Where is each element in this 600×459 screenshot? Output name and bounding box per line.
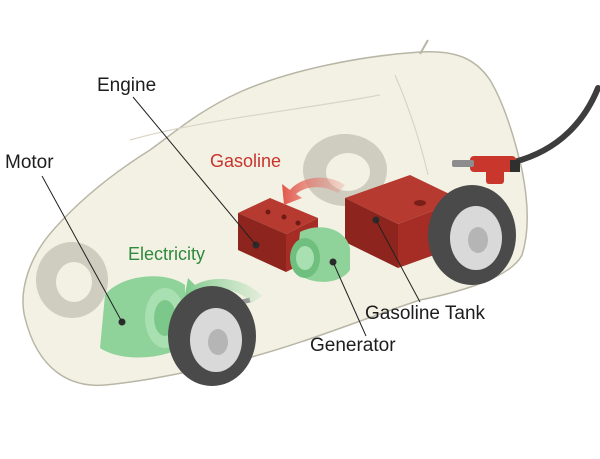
front-far-wheel-hub [56,262,92,302]
generator-leader-line [332,261,367,337]
body-line [129,94,381,141]
fuel-nozzle-icon [452,156,520,184]
engine-leader-line [132,96,257,246]
body-line [394,74,429,176]
generator-label: Generator [310,335,396,356]
gasoline-flow-label: Gasoline [210,151,282,171]
tank-leader-line [375,219,421,303]
fuel-hose [511,85,600,165]
electricity-flow-arrow [184,278,262,303]
electricity-flow-label: Electricity [128,244,206,264]
gasoline-flow-arrow [282,177,345,205]
motor-label: Motor [5,152,54,173]
motor-leader-line [41,175,123,323]
gasoline-tank-label: Gasoline Tank [365,303,486,324]
generator-unit [290,227,350,282]
rear-wheel [428,185,516,285]
engine-label: Engine [97,75,157,96]
front-wheel [168,286,256,386]
antenna [419,39,429,55]
